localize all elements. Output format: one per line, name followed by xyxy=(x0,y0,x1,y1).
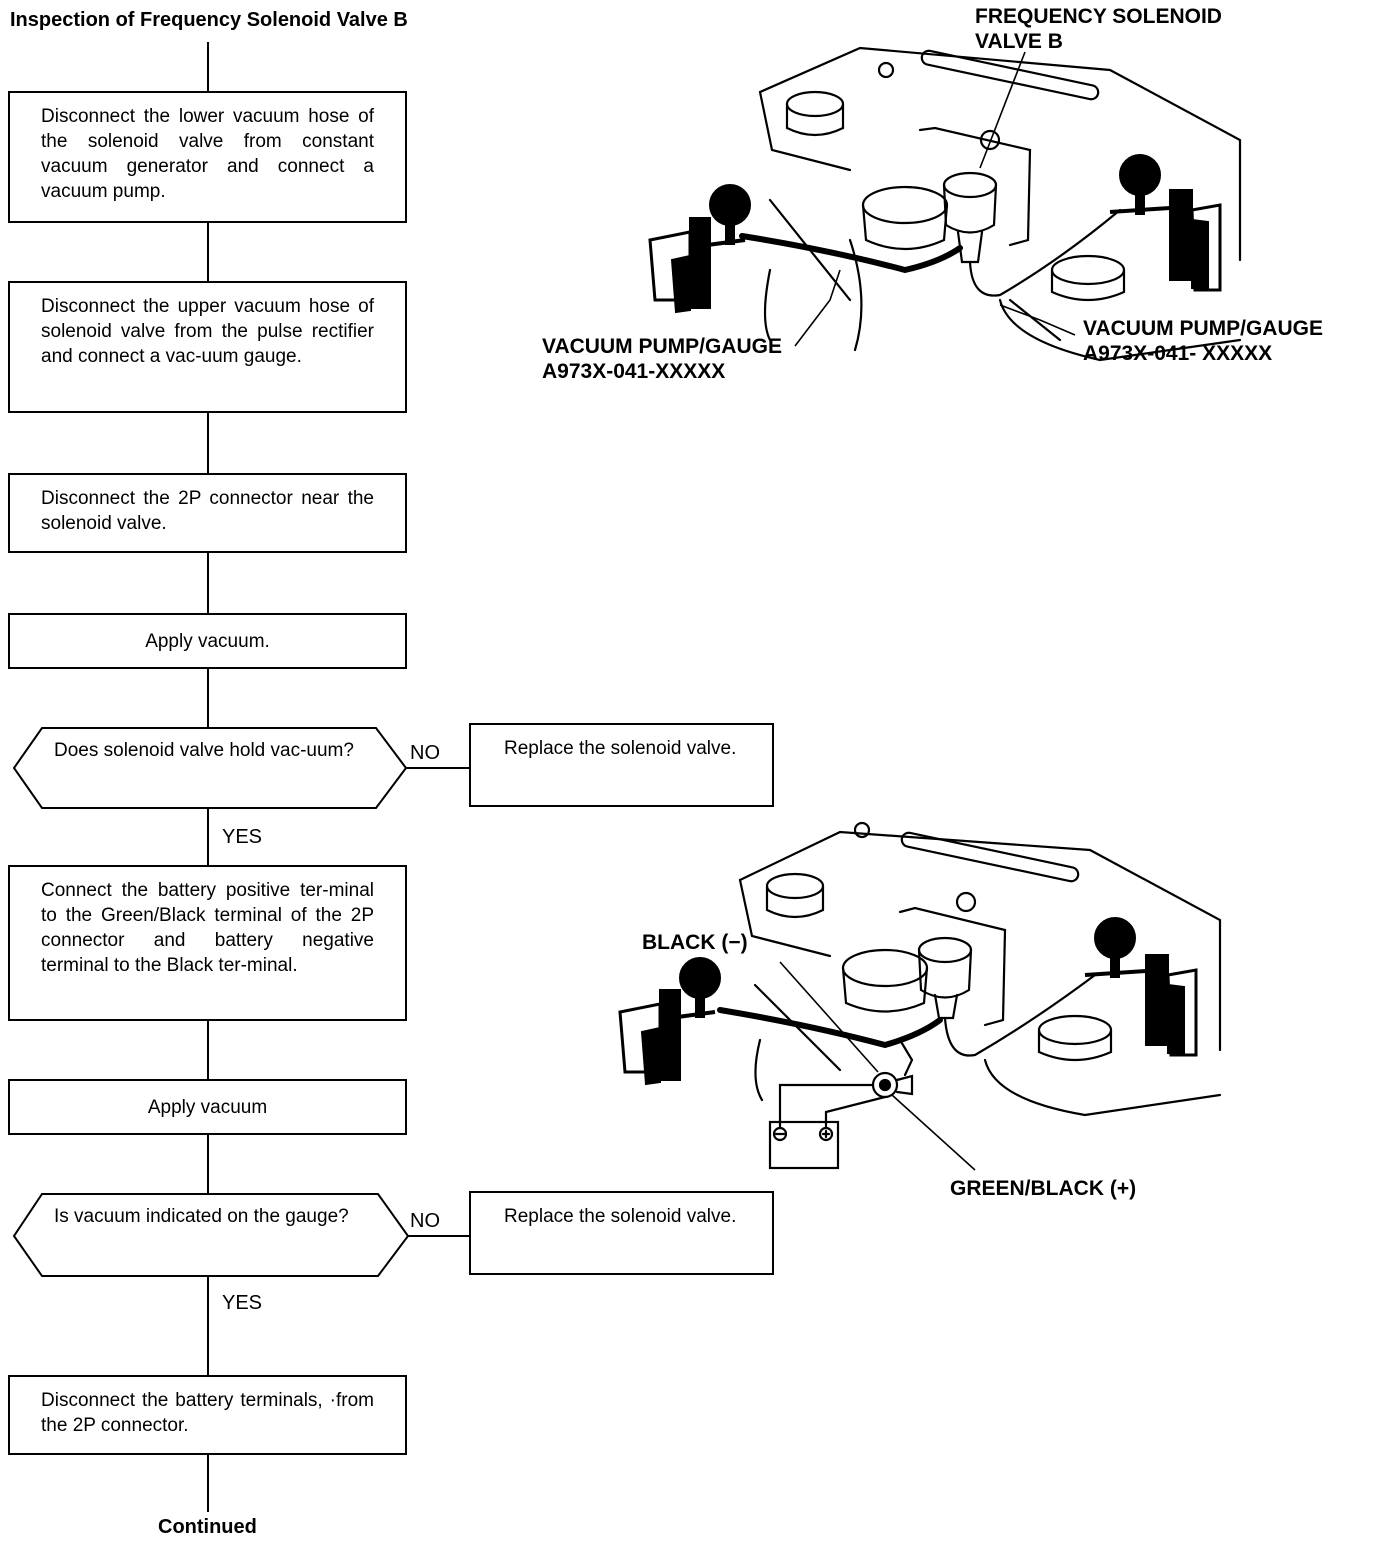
step-connect-battery: Connect the battery positive ter-minal t… xyxy=(9,866,406,1020)
action-replace-valve-1: Replace the solenoid valve. xyxy=(470,724,773,806)
vacuum-pump-gauge-left xyxy=(648,184,751,314)
callout-part-number-left: A973X-041-XXXXX xyxy=(542,360,726,383)
action-text: Replace the solenoid valve. xyxy=(504,1206,737,1227)
no-label-2: NO xyxy=(410,1210,440,1232)
callout-green-black-terminal: GREEN/BLACK (+) xyxy=(950,1177,1137,1200)
callout-black-terminal: BLACK (−) xyxy=(642,931,748,954)
decision-vacuum-indicated: Is vacuum indicated on the gauge? xyxy=(14,1194,408,1276)
step-apply-vacuum-1: Apply vacuum. xyxy=(9,614,406,668)
step-text: Disconnect the upper vacuum hose of sole… xyxy=(41,296,374,367)
step-disconnect-battery: Disconnect the battery terminals, ·from … xyxy=(9,1376,406,1454)
callout-vacuum-pump-gauge-right: VACUUM PUMP/GAUGE xyxy=(1083,317,1323,340)
action-text: Replace the solenoid valve. xyxy=(504,738,737,759)
step-text: Disconnect the lower vacuum hose of the … xyxy=(41,106,374,202)
engine-illustration-top xyxy=(739,46,1242,362)
step-text: Apply vacuum xyxy=(147,1096,268,1118)
step-apply-vacuum-2: Apply vacuum xyxy=(9,1080,406,1134)
yes-label-1: YES xyxy=(222,826,263,848)
action-replace-valve-2: Replace the solenoid valve. xyxy=(470,1192,773,1274)
vacuum-pump-gauge-bottom-right xyxy=(1084,917,1198,1057)
callout-part-number-right: A973X-041- XXXXX xyxy=(1083,342,1273,365)
step-connect-vacuum-pump: Disconnect the lower vacuum hose of the … xyxy=(9,92,406,222)
vacuum-pump-gauge-bottom-left xyxy=(618,957,721,1086)
step-text: Disconnect the 2P connector near the sol… xyxy=(41,488,374,534)
step-text: Disconnect the battery terminals, ·from … xyxy=(41,1390,374,1436)
decision-text: Is vacuum indicated on the gauge? xyxy=(54,1206,349,1227)
step-text: Apply vacuum. xyxy=(145,630,270,652)
no-label-1: NO xyxy=(410,742,440,764)
callout-vacuum-pump-gauge-left: VACUUM PUMP/GAUGE xyxy=(542,335,782,358)
step-connect-vacuum-gauge: Disconnect the upper vacuum hose of sole… xyxy=(9,282,406,412)
step-text: Connect the battery positive ter-minal t… xyxy=(41,880,374,976)
decision-text: Does solenoid valve hold vac-uum? xyxy=(54,740,354,761)
decision-hold-vacuum: Does solenoid valve hold vac-uum? xyxy=(14,728,406,808)
vacuum-pump-gauge-right xyxy=(1109,154,1222,292)
step-disconnect-2p-connector: Disconnect the 2P connector near the sol… xyxy=(9,474,406,552)
yes-label-2: YES xyxy=(222,1292,263,1314)
engine-illustration-bottom xyxy=(717,821,1222,1170)
page-title: Inspection of Frequency Solenoid Valve B xyxy=(10,9,408,31)
continued-label: Continued xyxy=(158,1516,257,1538)
callout-frequency-solenoid-valve-b: FREQUENCY SOLENOID VALVE B xyxy=(975,5,1222,53)
